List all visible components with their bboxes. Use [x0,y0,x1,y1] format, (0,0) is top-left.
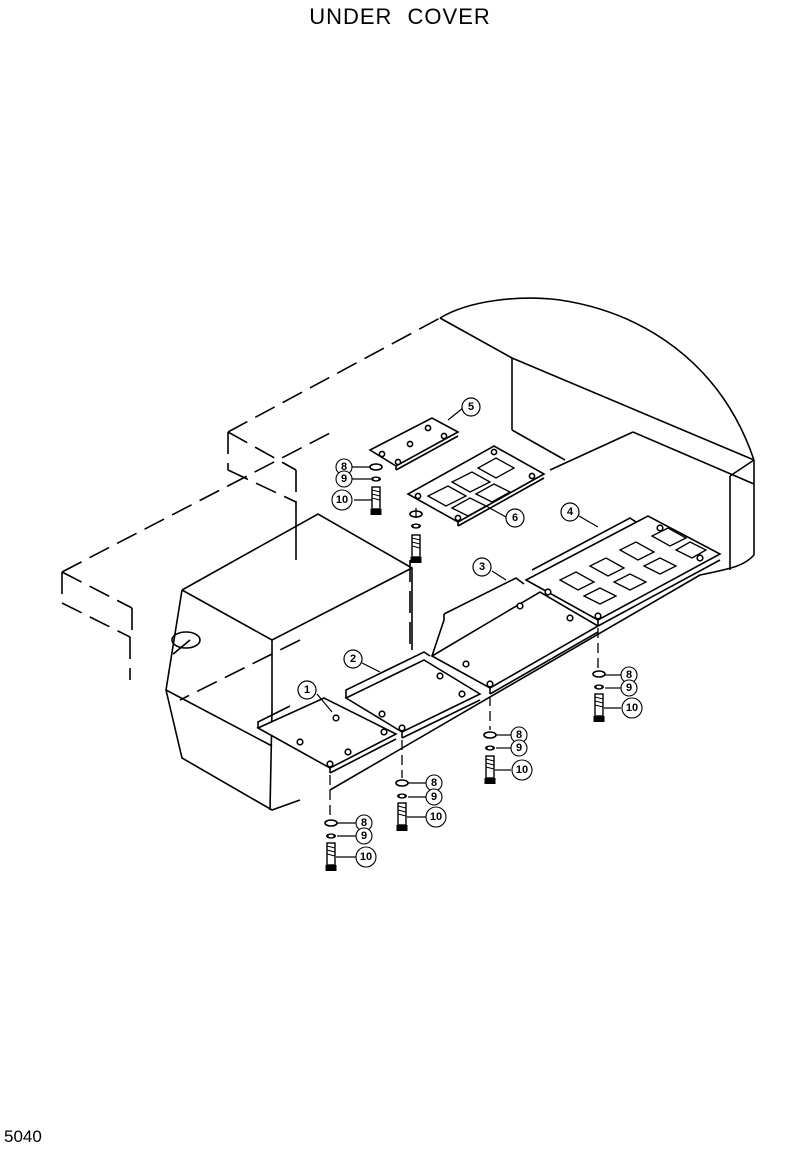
leader-lines [316,407,621,858]
callout-9-d-label: 9 [516,742,522,754]
part-2-cover-plate [344,651,482,739]
callout-6-label: 6 [512,512,518,524]
callout-10-c-label: 10 [430,811,442,823]
callout-10-a-label: 10 [336,494,348,506]
callout-9-c: 9 [425,788,443,806]
fastener-stack-part-2 [395,779,409,832]
callout-10-e: 10 [621,697,643,719]
callout-10-b: 10 [355,846,377,868]
frame-outline [61,297,755,811]
callout-9-e: 9 [620,679,638,697]
callout-9-b-label: 9 [361,830,367,842]
callout-4: 4 [560,502,580,522]
callout-5-label: 5 [468,401,474,413]
fastener-centre-lines [329,508,599,818]
callout-10-c: 10 [425,806,447,828]
callout-9-c-label: 9 [431,791,437,803]
part-1-cover-plate [256,697,398,774]
callout-9-d: 9 [510,739,528,757]
fastener-stack-part-1 [324,819,338,872]
callout-9-a-label: 9 [341,473,347,485]
callout-3: 3 [472,557,492,577]
callout-8-e-label: 8 [626,669,632,681]
part-5-cover-plate [368,417,460,471]
page-code: 5040 [4,1127,42,1146]
callout-8-b-label: 8 [361,817,367,829]
callout-10-d: 10 [511,759,533,781]
callout-10-a: 10 [331,489,353,511]
callout-5: 5 [461,397,481,417]
callout-1-label: 1 [304,684,310,696]
callout-6: 6 [505,508,525,528]
diagram-title: UNDER COVER [309,4,491,29]
callout-3-label: 3 [479,561,485,573]
callout-10-d-label: 10 [516,764,528,776]
callout-9-e-label: 9 [626,682,632,694]
part-6-cover-plate [406,445,546,527]
callout-10-e-label: 10 [626,702,638,714]
callout-8-d-label: 8 [516,729,522,741]
fastener-stack-part-6 [409,510,423,564]
fastener-stack-part-5 [369,463,383,516]
part-4-cover-plate [524,515,722,627]
callout-9-a: 9 [335,470,353,488]
callout-8-a-label: 8 [341,461,347,473]
fastener-stack-part-3 [483,731,497,785]
callout-9-b: 9 [355,827,373,845]
callout-10-b-label: 10 [360,851,372,863]
callout-8-c-label: 8 [431,777,437,789]
callout-2-label: 2 [350,653,356,665]
callout-4-label: 4 [567,506,574,518]
callout-2: 2 [343,649,363,669]
callout-1: 1 [297,680,317,700]
fastener-stack-part-4 [592,670,606,723]
